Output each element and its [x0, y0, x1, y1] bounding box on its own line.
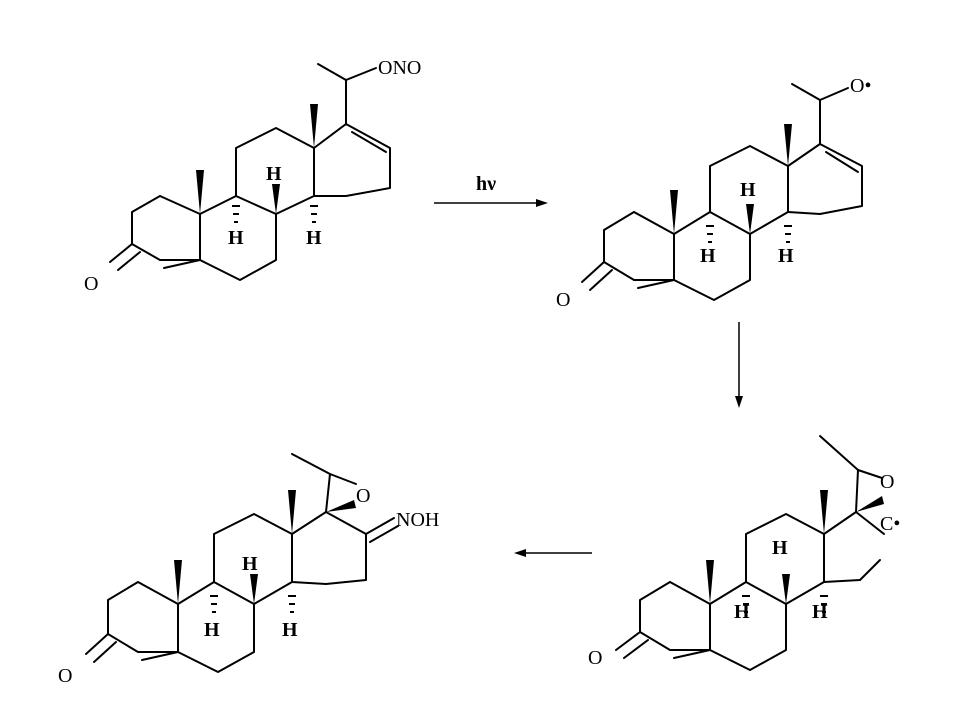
molecule-1-stereo-bonds — [196, 104, 318, 223]
molecule-3-h-label-14: H — [812, 601, 828, 623]
molecule-2-ketone-oxygen-label: O — [556, 289, 570, 311]
molecule-2-h-label-14: H — [778, 245, 794, 267]
molecule-1-nitrite-ester: ONO O H H H — [84, 57, 421, 295]
molecule-3-carbon-radical-label: C• — [880, 513, 900, 535]
molecule-4-ketone-oxygen-label: O — [58, 665, 72, 687]
molecule-1-ketone-oxygen-label: O — [84, 273, 98, 295]
reaction-arrow-3 — [514, 549, 592, 557]
molecule-3-h-label-9: H — [734, 601, 750, 623]
molecule-1-h-label-8: H — [266, 163, 282, 185]
reaction-arrow-2 — [735, 322, 743, 408]
molecule-3-h-label-8: H — [772, 537, 788, 559]
molecule-4-h-label-8: H — [242, 553, 258, 575]
molecule-4-h-label-14: H — [282, 619, 298, 641]
molecule-3-carbon-radical-epoxide: O C• O H H H — [588, 435, 900, 671]
molecule-3-epoxide-oxygen-label: O — [880, 471, 894, 493]
molecule-4-ring-bonds — [85, 453, 399, 673]
molecule-2-ring-bonds — [581, 83, 863, 301]
molecule-1-ring-bonds — [109, 63, 391, 281]
reaction-arrow-1: hν — [434, 173, 548, 207]
molecule-1-nitrite-label: ONO — [378, 57, 421, 79]
molecule-2-stereo-bonds — [670, 124, 792, 243]
molecule-3-ring-bonds — [615, 435, 885, 671]
molecule-2-h-label-8: H — [740, 179, 756, 201]
molecule-4-epoxide-oxygen-label: O — [356, 485, 370, 507]
molecule-4-h-label-9: H — [204, 619, 220, 641]
molecule-1-h-label-14: H — [306, 227, 322, 249]
molecule-4-stereo-bonds — [174, 490, 356, 613]
molecule-3-stereo-bonds — [706, 490, 884, 613]
molecule-2-alkoxy-radical-label: O• — [850, 75, 871, 97]
molecule-2-h-label-9: H — [700, 245, 716, 267]
molecule-4-oxime-label: NOH — [396, 509, 439, 531]
molecule-3-ketone-oxygen-label: O — [588, 647, 602, 669]
molecule-1-h-label-9: H — [228, 227, 244, 249]
photolysis-label: hν — [476, 173, 496, 195]
molecule-4-oxime-epoxide: O NOH O H H H — [58, 453, 439, 687]
molecule-2-alkoxy-radical: O• O H H H — [556, 75, 871, 311]
